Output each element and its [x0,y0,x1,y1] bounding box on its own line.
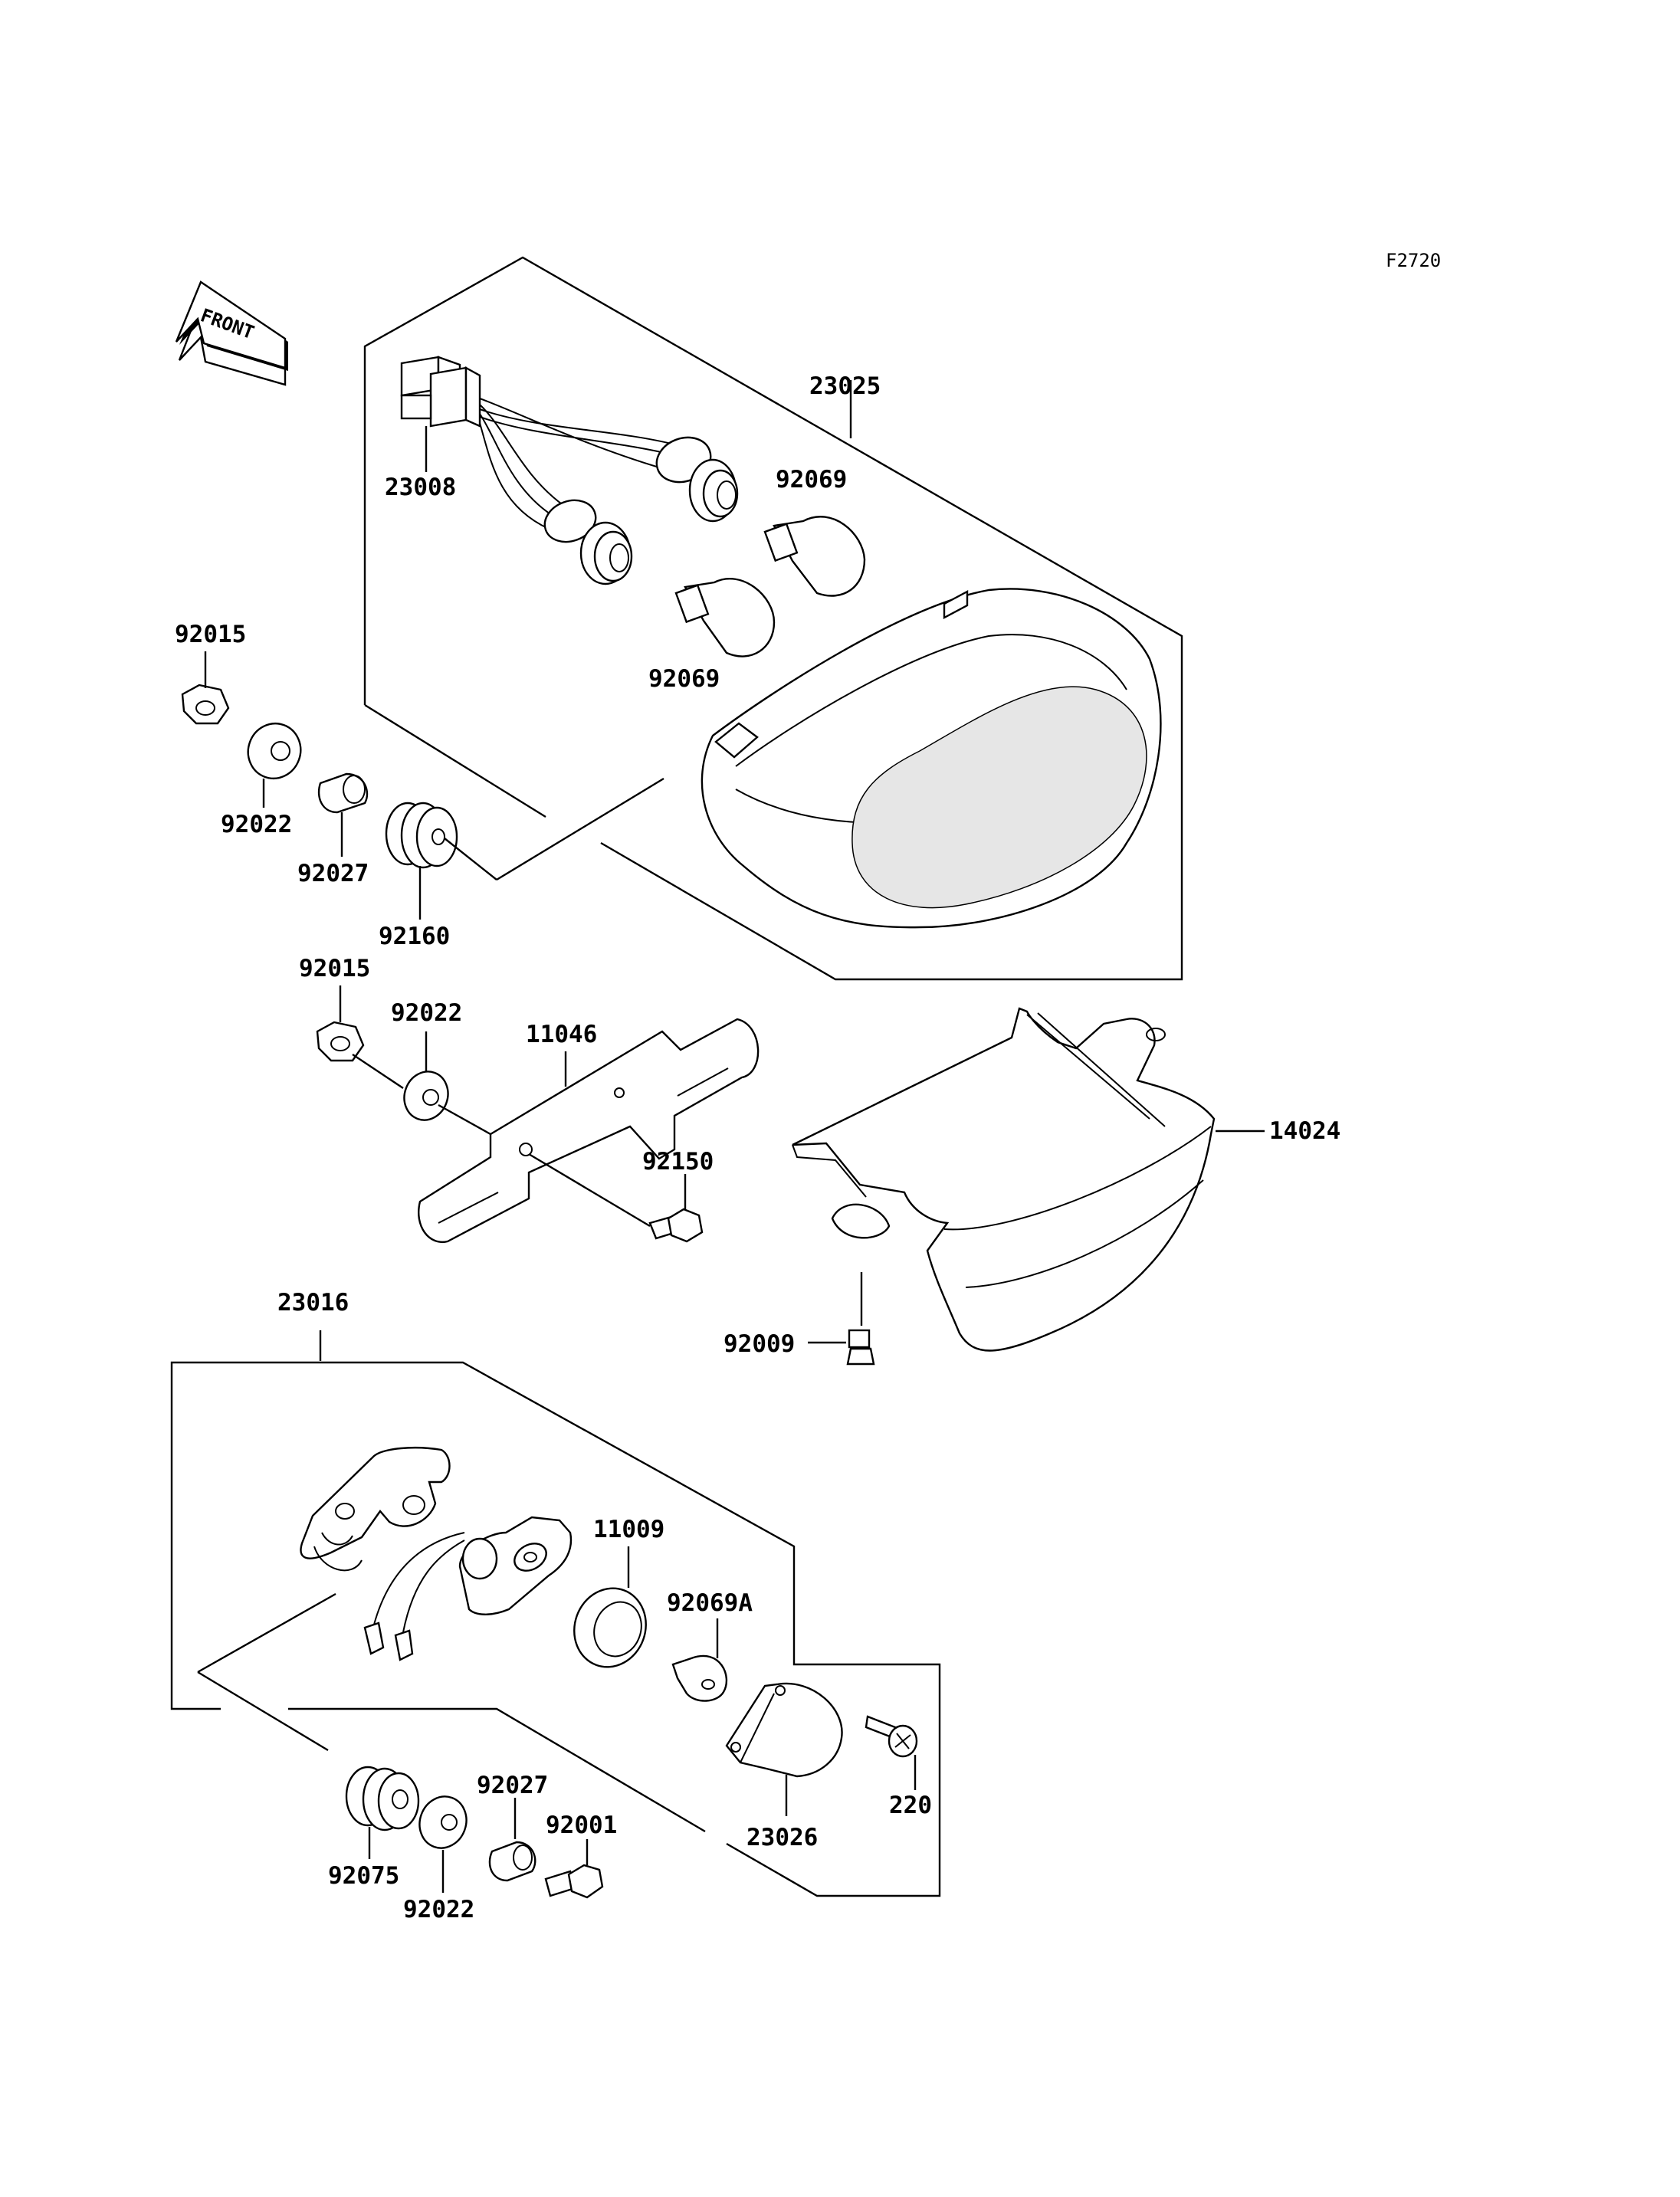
label-92160: 92160 [379,923,450,950]
lamp-lens-23026 [725,1682,843,1816]
label-23025: 23025 [809,372,881,400]
label-92069A: 92069A [667,1589,753,1617]
label-92027-bottom: 92027 [477,1772,548,1799]
washer-92022-mid [403,1071,449,1121]
lamp-bracket [300,1446,451,1572]
label-23008: 23008 [385,474,456,501]
lamp-socket-wires [363,1516,573,1661]
label-92015-mid: 92015 [299,955,370,982]
bulb-92069-upper [763,516,866,597]
bracket-11046 [418,1018,760,1244]
wire-harness [479,398,675,530]
label-92069-bottom: 92069 [648,665,720,693]
label-92075: 92075 [328,1862,399,1890]
washer-92022-bottom [418,1795,468,1893]
label-92069-top: 92069 [776,466,847,494]
label-92009: 92009 [724,1330,795,1358]
license-light-assembly-boundary [170,1330,941,1897]
figure-code: F2720 [1386,250,1441,271]
label-92150: 92150 [642,1148,714,1176]
label-23026: 23026 [746,1824,818,1851]
label-92015-top: 92015 [175,621,246,648]
label-92001: 92001 [546,1812,617,1839]
screw-220 [865,1715,918,1790]
bulb-socket-upper [655,436,739,523]
tail-light-assembly-boundary [363,256,1183,981]
bolt-92001 [544,1839,604,1899]
label-92022-top: 92022 [221,811,292,838]
collar-92027-top [317,772,369,814]
collar-92027-bottom [488,1798,536,1882]
tail-lamp-housing [701,588,1162,929]
label-220: 220 [889,1792,932,1819]
gasket-11009 [573,1546,647,1668]
label-23016: 23016 [277,1289,349,1317]
nut-92015-mid [316,1021,365,1062]
label-92027-top: 92027 [297,860,369,887]
label-14024: 14024 [1269,1117,1340,1145]
bolt-92150 [648,1174,704,1243]
label-11009: 11009 [593,1516,664,1543]
label-11046: 11046 [526,1021,597,1048]
front-arrow-icon: FRONT [175,280,288,386]
label-92022-bottom: 92022 [403,1896,474,1923]
label-92022-mid: 92022 [391,999,462,1027]
bulb-socket-lower [543,499,633,585]
bulb-92069-lower [674,578,776,657]
connector-23008 [400,356,481,472]
bulb-92069A [671,1618,728,1702]
nut-92015-top [181,684,230,725]
screw-92009 [808,1272,875,1366]
washer-92022-top [247,723,302,779]
grommet-92075 [345,1766,420,1859]
grommet-92160 [385,802,497,880]
tail-cover-14024 [792,1007,1265,1352]
